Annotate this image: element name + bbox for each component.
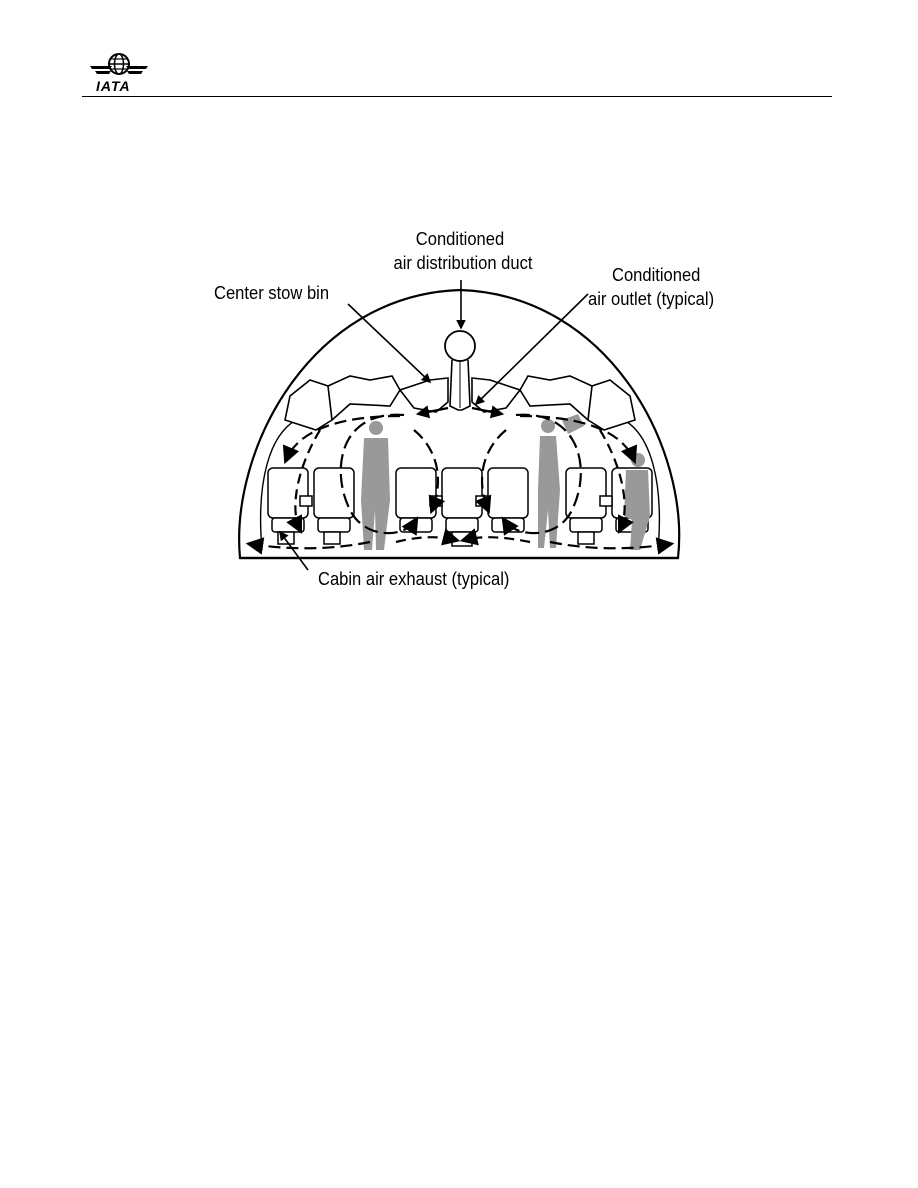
label-duct-line2: air distribution duct	[393, 253, 533, 273]
cabin-cross-section	[238, 280, 681, 571]
iata-logo: IATA	[86, 48, 152, 96]
cabin-airflow-diagram: Conditioned air distribution duct Center…	[200, 220, 740, 600]
label-outlet-line2: air outlet (typical)	[588, 289, 715, 309]
passenger-silhouettes	[361, 414, 650, 550]
globe-wings-icon	[90, 53, 148, 75]
label-outlet-line1: Conditioned	[612, 265, 701, 285]
header-rule	[82, 96, 832, 97]
logo-text: IATA	[96, 78, 131, 94]
label-duct-line1: Conditioned	[415, 229, 505, 249]
overhead-bin-right	[587, 379, 636, 431]
page-header: IATA	[82, 44, 832, 98]
center-stow-bin	[398, 377, 449, 413]
overhead-bin-left	[284, 379, 333, 431]
seat-group-center	[395, 467, 529, 547]
airflow-loops	[282, 413, 638, 536]
label-exhaust: Cabin air exhaust (typical)	[318, 569, 510, 589]
label-stow-bin: Center stow bin	[214, 283, 330, 303]
air-distribution-duct	[444, 330, 476, 362]
exhaust-arrows	[245, 528, 675, 555]
leader-lines	[279, 280, 589, 571]
